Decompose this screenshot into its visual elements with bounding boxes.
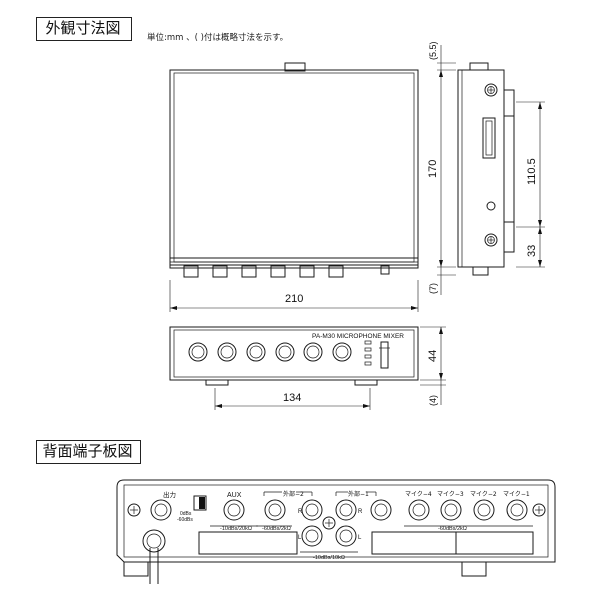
rear-panel-heading: 背面端子板図 — [42, 442, 133, 460]
aux-level: -10dBs/20kΩ — [220, 526, 252, 532]
dim-4-label: (4) — [428, 395, 438, 406]
dim-44-label: 44 — [427, 350, 439, 362]
mic2-label: マイク−2 — [470, 491, 497, 498]
dim-110.5-label: 110.5 — [526, 158, 538, 185]
dim-side-bracket — [516, 101, 545, 268]
dim-side-height — [437, 45, 456, 295]
ext2-label: 外部−2 — [283, 490, 304, 498]
mic1-label: マイク−1 — [503, 491, 530, 498]
front-view: PA-M30 MICROPHONE MIXER — [169, 326, 419, 386]
dim-44 — [420, 326, 446, 405]
dim-134-label: 134 — [283, 392, 301, 404]
exterior-heading-box — [36, 17, 132, 41]
dim-33-label: 33 — [526, 245, 538, 257]
exterior-heading: 外観寸法図 — [45, 19, 121, 37]
dim-210-label: 210 — [285, 293, 303, 305]
mic-level: -60dBs/2kΩ — [438, 526, 467, 532]
rca-l-right: L — [358, 535, 362, 541]
output-level-m60dbs: -60dBs — [177, 517, 193, 523]
ext2-level: -60dBs/2kΩ — [262, 526, 291, 532]
output-level-0dbs: 0dBs — [180, 511, 192, 517]
dim-5.5-label: (5.5) — [428, 41, 438, 60]
ext1-level: -10dBs/10kΩ — [313, 555, 345, 561]
rca-l-left: L — [298, 535, 302, 541]
dim-210 — [169, 280, 419, 312]
unit-note: 単位:mm 、( )付は概略寸法を示す。 — [147, 33, 289, 43]
rear-panel-heading-box — [36, 440, 141, 464]
dim-7-label: (7) — [428, 283, 438, 294]
rca-r-right: R — [358, 509, 363, 515]
dim-134 — [214, 388, 371, 410]
dim-170-label: 170 — [427, 160, 439, 178]
model-label: PA-M30 MICROPHONE MIXER — [312, 333, 404, 340]
rca-r-top: R — [298, 509, 303, 515]
side-view — [457, 62, 515, 276]
ext1-label: 外部−1 — [348, 490, 369, 498]
mic3-label: マイク−3 — [437, 491, 464, 498]
output-label: 出力 — [163, 490, 176, 499]
aux-label: AUX — [227, 492, 242, 499]
top-view — [169, 62, 419, 278]
mic4-label: マイク−4 — [405, 491, 432, 498]
front-knobs — [188, 342, 352, 362]
rear-panel — [116, 479, 556, 584]
